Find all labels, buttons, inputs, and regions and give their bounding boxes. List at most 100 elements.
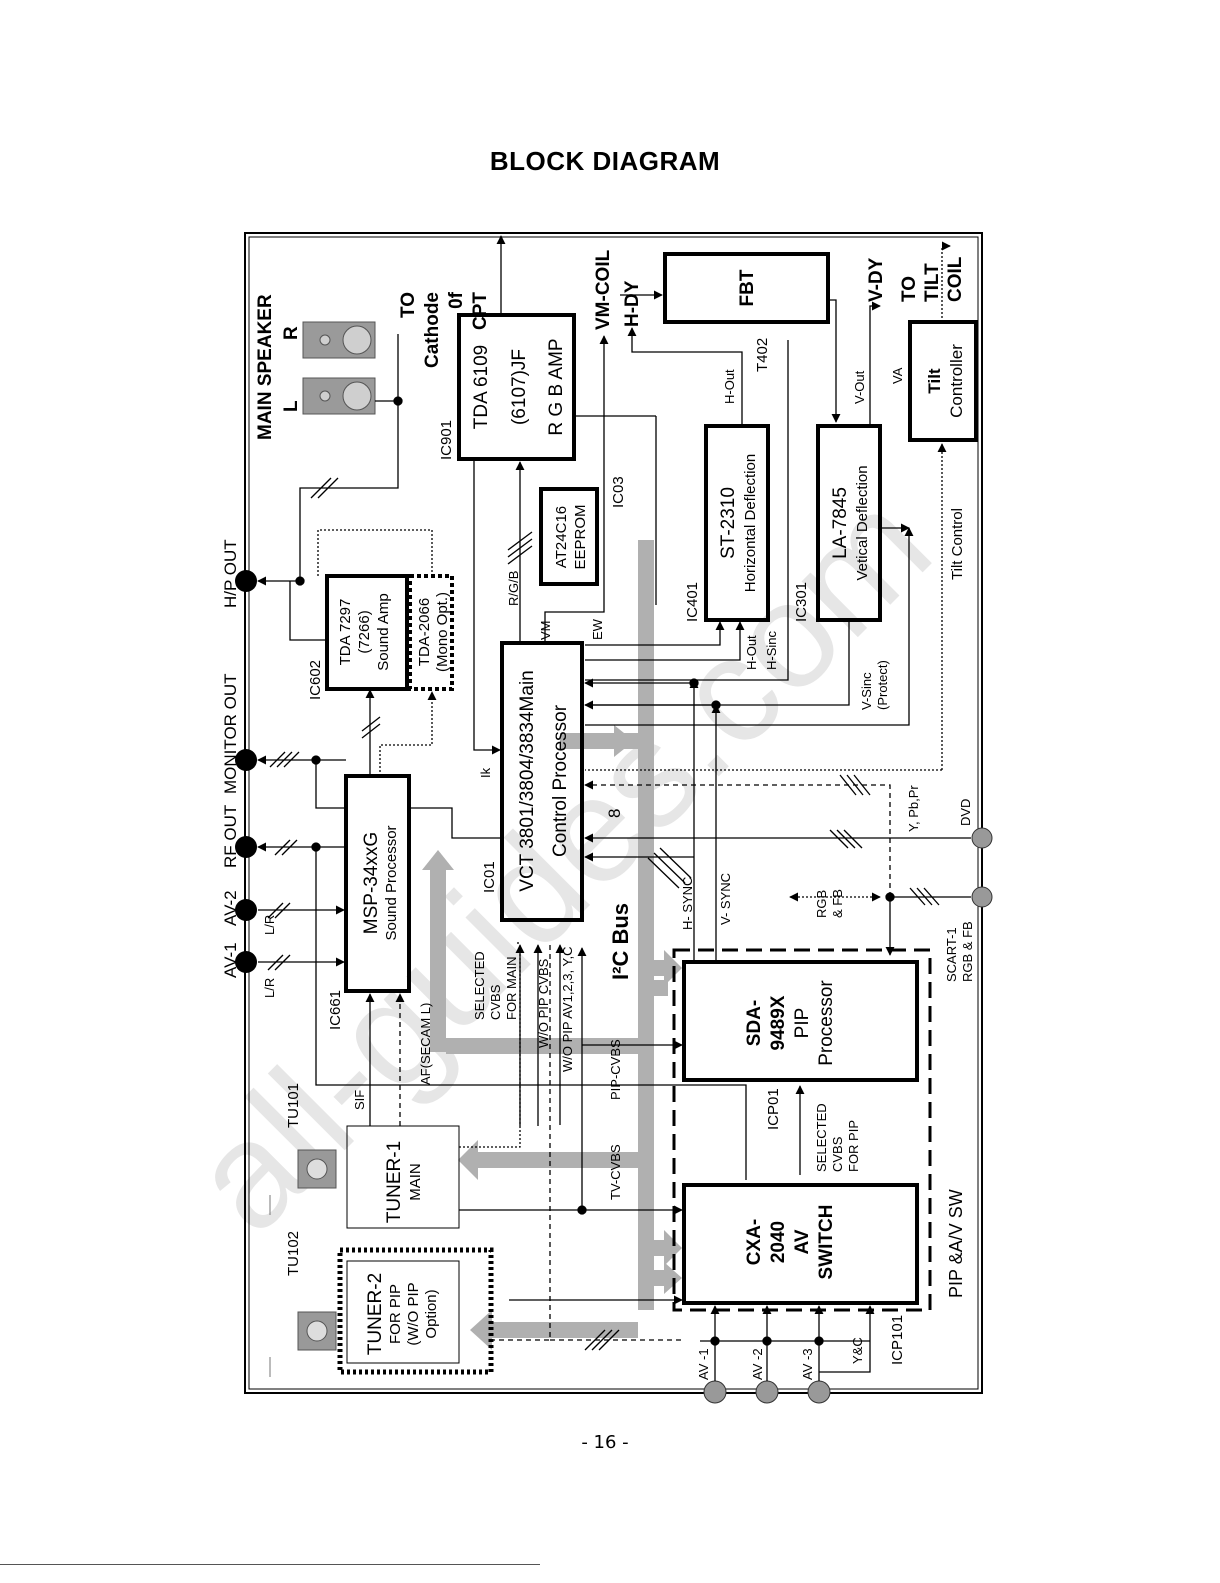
pip-sw-label: PIP &A/V SW <box>946 1189 966 1298</box>
sda-line3: PIP <box>792 1008 813 1039</box>
cxa-line1: CXA- <box>744 1219 765 1265</box>
vct-ref: IC01 <box>481 861 498 893</box>
eeprom-ref: IC03 <box>610 476 627 508</box>
tuner2-line1: TUNER-2 <box>365 1273 386 1355</box>
msp-line1: MSP-34xxG <box>361 832 382 934</box>
selected-cvbs-pip-2: CVBS <box>830 1136 845 1172</box>
rgb-amp-line2: (6107)JF <box>509 349 530 425</box>
tuner2-ref: TU102 <box>285 1231 302 1276</box>
h-out-top-label: H-Out <box>722 369 737 404</box>
rgb-amp-line3: R G B AMP <box>546 338 567 435</box>
tuner2-block <box>346 1260 460 1364</box>
tilt-block <box>908 320 978 442</box>
av1-bottom-connector <box>703 1380 727 1404</box>
sif-label: SIF <box>352 1090 367 1110</box>
tuner1-ref: TU101 <box>285 1083 302 1128</box>
tuner2-line2: FOR PIP <box>387 1284 404 1344</box>
rgb-fb-label-1: RGB <box>814 890 829 918</box>
tuner1-line1: TUNER-1 <box>384 1141 405 1223</box>
av2-bottom-label: AV -2 <box>750 1348 765 1380</box>
tda2066-line2: (Mono Opt.) <box>434 592 451 672</box>
selected-cvbs-main-3: FOR MAIN <box>504 956 519 1020</box>
tuner1-line2: MAIN <box>407 1163 424 1201</box>
av1-label: AV-1 <box>221 942 240 978</box>
to-cathode-2: Cathode <box>422 292 443 368</box>
connector-monitor-out <box>235 749 257 771</box>
tda7297-block <box>325 574 409 691</box>
msp-block <box>344 774 411 993</box>
eeprom-block <box>539 487 599 586</box>
v-sinc-label-1: V-Sinc <box>859 672 874 710</box>
speaker-left-icon <box>302 377 376 415</box>
lr-label-b: L/R <box>262 978 277 998</box>
fbt-label: FBT <box>737 269 758 306</box>
pip-sw-frame <box>672 948 932 1312</box>
tda7297-line3: Sound Amp <box>375 593 392 671</box>
vm-coil-label: VM-COIL <box>593 249 614 330</box>
h-out-label: H-Out <box>744 635 759 670</box>
h-sync-label: H- SYNC <box>680 877 695 930</box>
to-cathode-4: CPT <box>470 292 491 330</box>
tilt-control-label: Tilt Control <box>949 508 966 580</box>
vct-block <box>500 641 584 922</box>
af-secam-label: AF(SECAM L) <box>418 1003 433 1085</box>
tv-cvbs-label: TV-CVBS <box>608 1144 623 1200</box>
rf-out-label: RF OUT <box>221 805 240 868</box>
speaker-r-label: R <box>281 326 302 340</box>
st2310-block <box>704 424 770 622</box>
scart-label-2: RGB & FB <box>960 921 975 982</box>
st2310-ref: IC401 <box>684 582 701 622</box>
speaker-l-label: L <box>281 400 302 412</box>
tda7297-ref: IC602 <box>307 660 324 700</box>
la7845-line2: Vetical Deflection <box>854 465 871 580</box>
dvd-label: DVD <box>958 799 973 826</box>
to-tilt-3: COIL <box>945 256 966 302</box>
eight-label: 8 <box>605 809 624 818</box>
wo-pip-cvbs-label: W/O PIP CVBS <box>536 958 551 1048</box>
sda-line4: Processor <box>816 980 837 1066</box>
tilt-line1: Tilt <box>925 368 944 394</box>
wo-pip-av-label: W/O PIP AV1,2,3, Y,C <box>560 947 575 1073</box>
rgb-amp-block <box>457 313 576 461</box>
ew-label: EW <box>590 618 605 640</box>
lr-label-a: L/R <box>262 915 277 935</box>
av2-bottom-connector <box>755 1380 779 1404</box>
tuner1-block <box>346 1125 460 1229</box>
i2c-bus <box>422 540 682 1350</box>
outer-frame <box>244 232 983 1394</box>
tuner2-line3: (W/O PIP <box>405 1282 422 1345</box>
speaker-title: MAIN SPEAKER <box>255 294 276 440</box>
selected-cvbs-main-1: SELECTED <box>472 951 487 1020</box>
signal-labels: TO Cathode 0f CPT VM-COIL H-DY V-DY TO T… <box>262 249 975 1380</box>
connector-av1 <box>235 951 257 973</box>
footer-rule <box>0 1564 540 1565</box>
tilt-line2: Controller <box>947 344 966 418</box>
st2310-line2: Horizontal Deflection <box>742 454 759 592</box>
fbt-block <box>663 252 830 324</box>
av3-bottom-label: AV -3 <box>800 1348 815 1380</box>
left-connectors <box>235 570 257 973</box>
selected-cvbs-pip-3: FOR PIP <box>846 1120 861 1172</box>
h-sinc-label: H-Sinc <box>764 630 779 670</box>
rgb-amp-ref: IC901 <box>438 420 455 460</box>
connector-hp-out <box>235 570 257 592</box>
eeprom-line1: AT24C16 <box>553 506 570 568</box>
connector-av2 <box>235 899 257 921</box>
tuner2-antenna-icon <box>269 1311 337 1377</box>
hp-out-label: H/P OUT <box>221 539 240 608</box>
cxa-ref: ICP101 <box>889 1315 906 1365</box>
sda-line1: SDA- <box>744 1000 765 1046</box>
h-dy-label: H-DY <box>622 280 643 327</box>
y-pbpr-label: Y, Pb,Pr <box>906 785 921 832</box>
to-cathode-3: 0f <box>446 291 467 309</box>
to-tilt-1: TO <box>899 276 920 302</box>
av3-bottom-connector <box>807 1380 831 1404</box>
tuner2-option-frame <box>337 1247 494 1375</box>
vct-line2: Control Processor <box>550 704 571 857</box>
eeprom-line2: EEPROM <box>572 504 589 569</box>
tuner1-antenna-icon <box>269 1149 337 1215</box>
scart-connector <box>971 886 993 908</box>
dvd-connector <box>971 827 993 849</box>
av2-label: AV-2 <box>221 890 240 926</box>
scart-label-1: SCART-1 <box>944 927 959 982</box>
